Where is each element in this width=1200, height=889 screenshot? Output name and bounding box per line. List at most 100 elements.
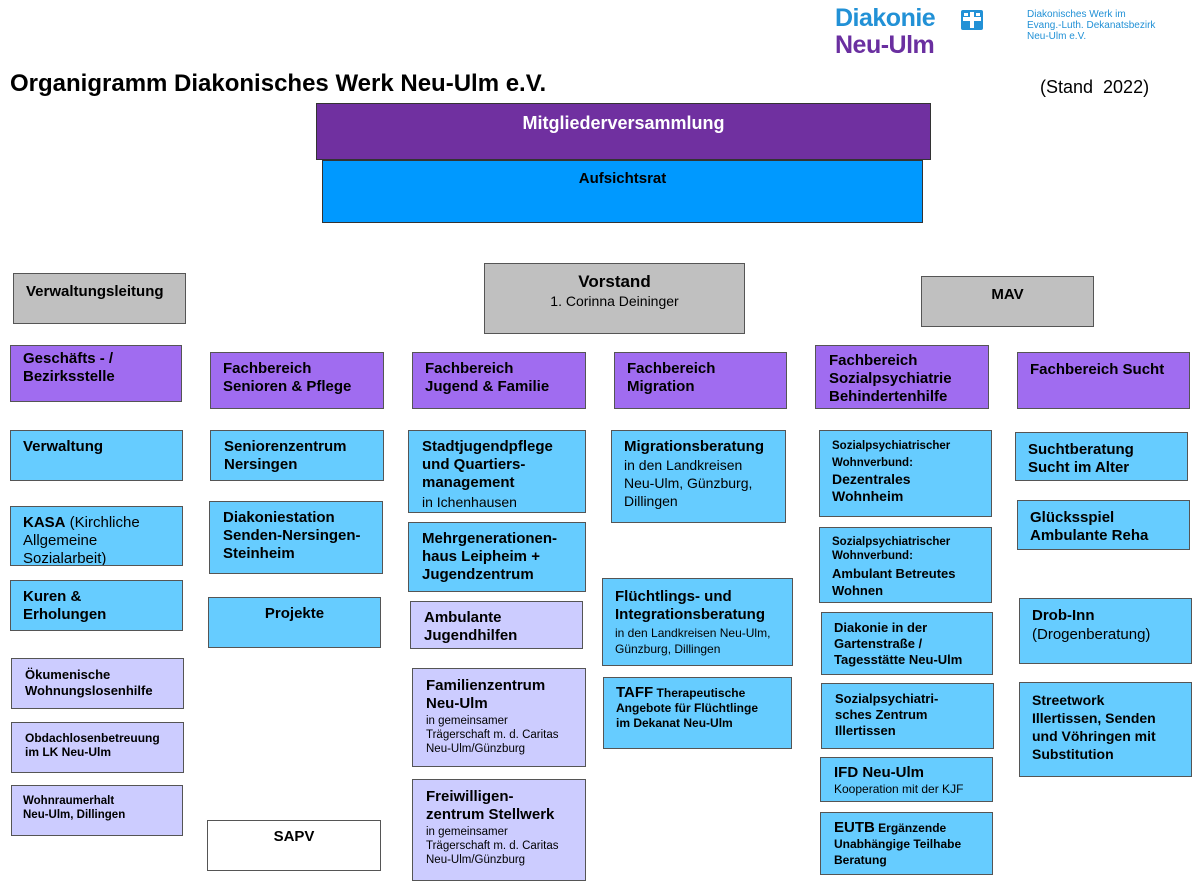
box-migrationsberatung: Migrationsberatung in den Landkreisen Ne…: [611, 430, 786, 523]
label-ifd: IFD Neu-Ulm: [834, 764, 924, 781]
box-mitgliederversammlung: Mitgliederversammlung: [316, 103, 931, 160]
label-obdachlosenbetreuung: Obdachlosenbetreuung im LK Neu-Ulm: [25, 731, 160, 759]
box-wohnverbund-ambulant: Sozialpsychiatrischer Wohnverbund: Ambul…: [819, 527, 992, 603]
label-familienzentrum-info: in gemeinsamer Trägerschaft m. d. Carita…: [426, 715, 559, 755]
label-streetwork: Streetwork Illertissen, Senden und Vöhri…: [1032, 692, 1156, 762]
box-familienzentrum: Familienzentrum Neu-Ulm in gemeinsamer T…: [412, 668, 586, 767]
box-ambulante-jugendhilfen: Ambulante Jugendhilfen: [410, 601, 583, 649]
box-drob-inn: Drob-Inn (Drogenberatung): [1019, 598, 1192, 664]
box-ifd: IFD Neu-Ulm Kooperation mit der KJF: [820, 757, 993, 802]
label-mehrgenerationenhaus: Mehrgenerationen- haus Leipheim + Jugend…: [422, 530, 558, 583]
label-freiwilligenzentrum: Freiwilligen- zentrum Stellwerk: [426, 788, 555, 823]
eutb-text: EUTB Ergänzende Unabhängige Teilhabe Ber…: [834, 820, 961, 868]
label-migrationsberatung-info: in den Landkreisen Neu-Ulm, Günzburg, Di…: [624, 457, 753, 509]
label-oekumenische: Ökumenische Wohnungslosenhilfe: [25, 667, 153, 698]
box-fachbereich-migration: Fachbereich Migration: [614, 352, 787, 409]
label-verwaltungsleitung: Verwaltungsleitung: [26, 283, 164, 300]
label-ambulante-jugendhilfen: Ambulante Jugendhilfen: [424, 609, 518, 644]
label-drob-inn-info: (Drogenberatung): [1032, 626, 1151, 643]
box-streetwork: Streetwork Illertissen, Senden und Vöhri…: [1019, 682, 1192, 777]
label-familienzentrum: Familienzentrum Neu-Ulm: [426, 677, 546, 712]
box-fluechtlingsberatung: Flüchtlings- und Integrationsberatung in…: [602, 578, 793, 666]
label-kuren: Kuren & Erholungen: [23, 588, 107, 623]
box-oekumenische: Ökumenische Wohnungslosenhilfe: [11, 658, 184, 709]
box-vorstand: Vorstand 1. Corinna Deininger: [484, 263, 745, 334]
label-wohnraumerhalt: Wohnraumerhalt Neu-Ulm, Dillingen: [23, 795, 126, 821]
label-wohnverbund-ambulant: Ambulant Betreutes Wohnen: [832, 566, 956, 598]
label-kasa-bold: KASA: [23, 514, 66, 531]
box-aufsichtsrat: Aufsichtsrat: [322, 160, 923, 223]
label-aufsichtsrat: Aufsichtsrat: [578, 170, 667, 187]
label-gartenstrasse: Diakonie in der Gartenstraße / Tagesstät…: [834, 620, 963, 667]
stand-label: (Stand 2022): [1040, 77, 1150, 97]
box-fachbereich-sucht: Fachbereich Sucht: [1017, 352, 1190, 409]
box-kuren: Kuren & Erholungen: [10, 580, 183, 631]
box-freiwilligenzentrum: Freiwilligen- zentrum Stellwerk in gemei…: [412, 779, 586, 881]
label-diakoniestation: Diakoniestation Senden-Nersingen- Steinh…: [223, 509, 361, 562]
label-fachbereich-jugend: Fachbereich Jugend & Familie: [425, 360, 550, 395]
label-mav: MAV: [991, 286, 1024, 303]
logo-subtitle-2: Evang.-Luth. Dekanatsbezirk: [1027, 20, 1156, 31]
logo-word-diakonie: Diakonie: [835, 4, 936, 32]
box-seniorenzentrum: Seniorenzentrum Nersingen: [210, 430, 384, 481]
label-fachbereich-sucht: Fachbereich Sucht: [1030, 361, 1165, 378]
taff-text: TAFF Therapeutische Angebote für Flüchtl…: [616, 685, 758, 731]
box-fachbereich-senioren: Fachbereich Senioren & Pflege: [210, 352, 384, 409]
box-gluecksspiel: Glücksspiel Ambulante Reha: [1017, 500, 1190, 550]
label-stadtjugendpflege: Stadtjugendpflege und Quartiers- managem…: [422, 438, 553, 491]
label-sozialpsychiatrisches-zentrum: Sozialpsychiatri- sches Zentrum Illertis…: [835, 691, 939, 738]
box-verwaltungsleitung: Verwaltungsleitung: [13, 273, 186, 324]
box-stadtjugendpflege: Stadtjugendpflege und Quartiers- managem…: [408, 430, 586, 513]
label-vorstand-name: 1. Corinna Deininger: [550, 293, 679, 309]
logo-word-neu-ulm: Neu-Ulm: [835, 31, 935, 59]
label-wohnverbund-ambulant-small: Sozialpsychiatrischer Wohnverbund:: [832, 536, 951, 562]
box-eutb: EUTB Ergänzende Unabhängige Teilhabe Ber…: [820, 812, 993, 875]
kasa-text: KASA (Kirchliche Allgemeine Sozialarbeit…: [23, 514, 140, 566]
box-sapv: SAPV: [207, 820, 381, 871]
box-gartenstrasse: Diakonie in der Gartenstraße / Tagesstät…: [821, 612, 993, 675]
logo-subtitle-1: Diakonisches Werk im: [1027, 9, 1126, 20]
box-kasa: KASA (Kirchliche Allgemeine Sozialarbeit…: [10, 506, 183, 566]
box-verwaltung: Verwaltung: [10, 430, 183, 481]
box-wohnverbund-dezentral: Sozialpsychiatrischer Wohnverbund: Dezen…: [819, 430, 992, 517]
label-fluechtlingsberatung: Flüchtlings- und Integrationsberatung: [615, 588, 766, 623]
label-gluecksspiel: Glücksspiel Ambulante Reha: [1030, 509, 1149, 544]
label-seniorenzentrum: Seniorenzentrum Nersingen: [224, 438, 347, 473]
box-taff: TAFF Therapeutische Angebote für Flüchtl…: [603, 677, 792, 749]
label-mitgliederversammlung: Mitgliederversammlung: [522, 113, 725, 133]
box-fachbereich-jugend: Fachbereich Jugend & Familie: [412, 352, 586, 409]
box-obdachlosenbetreuung: Obdachlosenbetreuung im LK Neu-Ulm: [11, 722, 184, 773]
label-fachbereich-senioren: Fachbereich Senioren & Pflege: [223, 360, 352, 395]
box-geschaeftsstelle: Geschäfts - / Bezirksstelle: [10, 345, 182, 402]
label-freiwilligenzentrum-info: in gemeinsamer Trägerschaft m. d. Carita…: [426, 826, 559, 866]
box-mehrgenerationenhaus: Mehrgenerationen- haus Leipheim + Jugend…: [408, 522, 586, 592]
label-wohnverbund-dezentral: Dezentrales Wohnheim: [832, 471, 911, 504]
box-mav: MAV: [921, 276, 1094, 327]
page-title: Organigramm Diakonisches Werk Neu-Ulm e.…: [10, 70, 547, 97]
label-verwaltung: Verwaltung: [23, 438, 104, 455]
box-sozialpsychiatrisches-zentrum: Sozialpsychiatri- sches Zentrum Illertis…: [821, 683, 994, 749]
label-wohnverbund-dezentral-small: Sozialpsychiatrischer Wohnverbund:: [832, 440, 951, 469]
label-stadtjugendpflege-ort: in Ichenhausen: [422, 494, 517, 510]
box-diakoniestation: Diakoniestation Senden-Nersingen- Steinh…: [209, 501, 383, 574]
label-fachbereich-sozialpsychiatrie: Fachbereich Sozialpsychiatrie Behinderte…: [829, 352, 952, 405]
box-fachbereich-sozialpsychiatrie: Fachbereich Sozialpsychiatrie Behinderte…: [815, 345, 989, 409]
label-kasa-rest: (Kirchliche Allgemeine Sozialarbeit): [23, 514, 140, 566]
label-taff-bold: TAFF: [616, 684, 654, 701]
box-suchtberatung: Suchtberatung Sucht im Alter: [1015, 432, 1188, 481]
diakonie-cross-icon: [961, 10, 983, 30]
label-ifd-info: Kooperation mit der KJF: [834, 782, 964, 796]
label-eutb-rest: Ergänzende Unabhängige Teilhabe Beratung: [834, 821, 962, 867]
label-projekte: Projekte: [264, 605, 325, 622]
logo-subtitle-3: Neu-Ulm e.V.: [1027, 31, 1087, 42]
label-migrationsberatung: Migrationsberatung: [624, 438, 765, 455]
label-suchtberatung: Suchtberatung Sucht im Alter: [1028, 441, 1134, 476]
label-sapv: SAPV: [273, 828, 315, 845]
box-projekte: Projekte: [208, 597, 381, 648]
label-fachbereich-migration: Fachbereich Migration: [627, 360, 716, 395]
label-eutb-bold: EUTB: [834, 819, 875, 836]
label-geschaeftsstelle: Geschäfts - / Bezirksstelle: [23, 350, 115, 385]
label-drob-inn: Drob-Inn: [1032, 607, 1095, 624]
label-vorstand: Vorstand: [578, 272, 651, 291]
label-taff-rest: Therapeutische Angebote für Flüchtlinge …: [616, 686, 758, 730]
